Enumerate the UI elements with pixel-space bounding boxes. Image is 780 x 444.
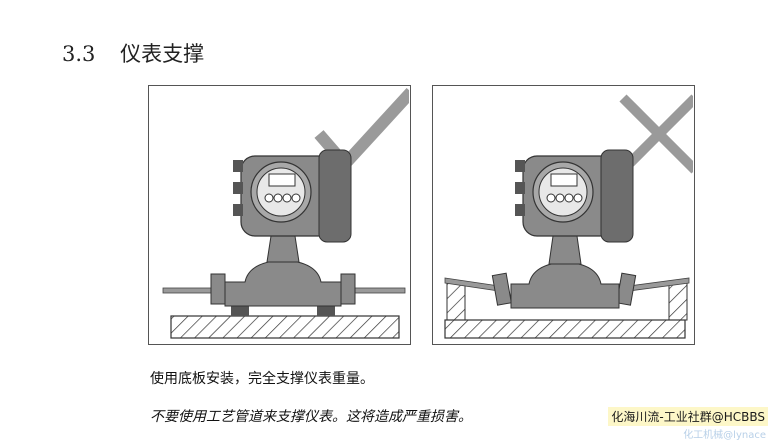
caption-wrong: 不要使用工艺管道来支撑仪表。这将造成严重损害。 xyxy=(150,409,472,425)
cross-mark-icon xyxy=(619,94,693,174)
support-block-right xyxy=(317,304,335,316)
section-number: 3.3 xyxy=(62,42,96,66)
support-block-left xyxy=(231,304,249,316)
base-plate xyxy=(444,319,686,339)
caption-correct: 使用底板安装，完全支撑仪表重量。 xyxy=(150,371,374,387)
base-plate xyxy=(170,315,400,339)
pipe-support-right xyxy=(668,281,688,321)
watermark-sub: 化工机械@lynace xyxy=(683,430,766,441)
section-heading: 3.3 仪表支撑 xyxy=(62,38,204,68)
watermark: 化海川流-工业社群@HCBBS xyxy=(608,407,768,426)
section-title: 仪表支撑 xyxy=(120,42,205,66)
correct-support-figure xyxy=(148,85,411,345)
wrong-support-figure xyxy=(432,85,695,345)
pipe-support-left xyxy=(446,281,466,321)
wrong-support-illustration xyxy=(444,94,693,339)
correct-support-illustration xyxy=(162,87,409,339)
